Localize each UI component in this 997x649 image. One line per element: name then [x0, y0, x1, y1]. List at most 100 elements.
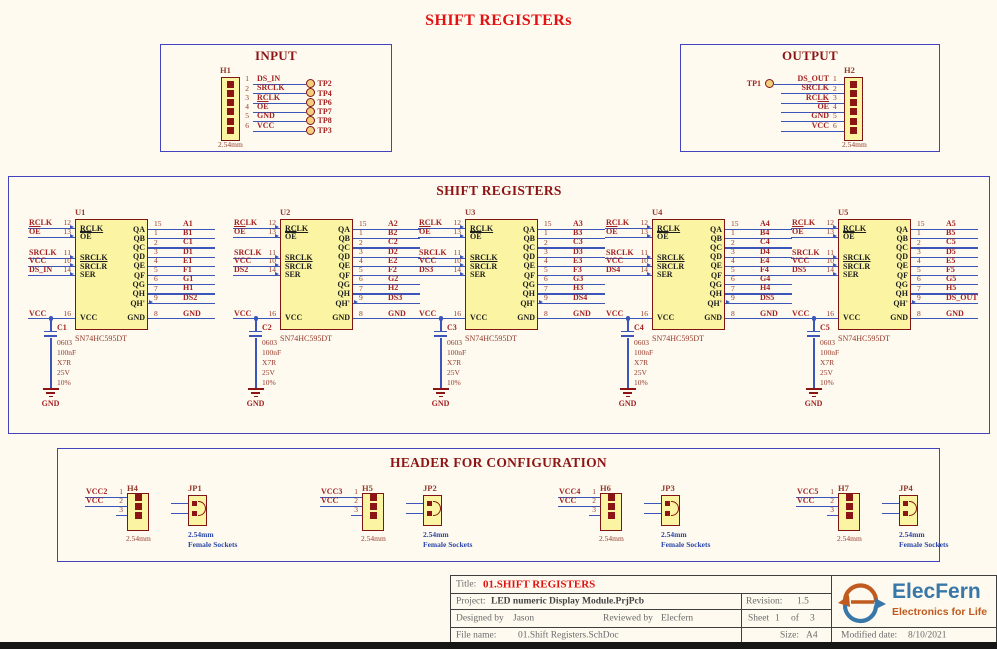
cap-param: 10%	[820, 378, 834, 387]
gnd-symbol-bar	[42, 388, 59, 390]
wire	[28, 266, 75, 268]
ic-body[interactable]	[838, 219, 911, 330]
pin-number: 15	[917, 219, 925, 229]
pin-number: 11	[453, 247, 461, 257]
pin-arrow-icon	[833, 271, 837, 276]
ic-body[interactable]	[652, 219, 725, 330]
pin-name: OE	[657, 232, 669, 241]
wire	[725, 256, 792, 258]
test-point[interactable]	[305, 97, 315, 107]
pin-name: QB	[523, 233, 535, 243]
pin-name: QG	[709, 279, 722, 289]
net-label: VCC	[29, 308, 47, 318]
wire	[911, 284, 978, 286]
pin-name: QC	[133, 242, 145, 252]
pin-name: SRCLK	[80, 253, 108, 262]
wire	[440, 338, 442, 388]
net-label: SRCLK	[29, 247, 57, 257]
pin-number: 9	[917, 293, 921, 303]
ic-body[interactable]	[465, 219, 538, 330]
title-block: Title: 01.SHIFT REGISTERS Project: LED n…	[450, 575, 997, 644]
test-point[interactable]	[764, 79, 774, 88]
pin-name: SRCLR	[285, 261, 313, 271]
pin-number: 13	[268, 226, 277, 236]
pin-name: VCC	[843, 313, 861, 322]
pin-arrow-icon	[460, 254, 464, 259]
net-label: OE	[29, 226, 41, 236]
pin-number: 11	[826, 247, 834, 257]
ic-body[interactable]	[280, 219, 353, 330]
output-section-title: OUTPUT	[782, 48, 838, 63]
connector-ref: H6	[600, 483, 611, 493]
capacitor-body[interactable]	[621, 330, 634, 338]
net-label: SRCLK	[606, 247, 634, 257]
component-ref: C1	[57, 323, 67, 332]
net-label: DS_OUT	[946, 293, 978, 302]
pin-name: OE	[843, 232, 855, 241]
gnd-symbol-bar	[438, 395, 444, 398]
wire	[538, 275, 605, 277]
test-point[interactable]	[305, 116, 315, 126]
wire	[233, 257, 280, 259]
wire	[781, 111, 844, 114]
net-label: VCC	[234, 256, 252, 265]
net-label: F1	[183, 265, 192, 274]
net-label: A1	[183, 219, 193, 228]
pin-name: QF	[338, 270, 350, 280]
test-point[interactable]	[305, 79, 315, 88]
wire	[440, 318, 442, 331]
net-label: DS3	[419, 264, 434, 274]
net-label: SRCLK	[257, 83, 285, 93]
gnd-symbol-bar	[432, 388, 449, 390]
gnd-symbol-bar	[623, 391, 632, 394]
pin-name: QH'	[335, 298, 350, 308]
pin-number: 1	[119, 487, 123, 497]
jumper-pitch-label: 2.54mm	[899, 530, 925, 539]
test-point-label: TP4	[317, 88, 332, 98]
wire	[911, 247, 978, 249]
wire	[50, 338, 52, 388]
ic-body[interactable]	[75, 219, 148, 330]
pin-name: SER	[470, 270, 486, 279]
pin-number: 4	[917, 256, 921, 265]
cap-param: 10%	[634, 378, 648, 387]
pin-name: QH'	[520, 298, 535, 308]
wire	[253, 102, 306, 104]
pin-number: 4	[154, 256, 158, 265]
designed-by-label: Designed by	[456, 613, 504, 624]
wire	[791, 274, 838, 276]
pin-arrow-icon	[275, 233, 279, 238]
jumper-link-arc	[198, 500, 206, 516]
pin-number: 2	[154, 237, 158, 247]
capacitor-body[interactable]	[249, 330, 262, 338]
net-label: D5	[946, 246, 956, 256]
pin-number: 3	[833, 92, 837, 102]
net-label: VCC	[29, 256, 47, 265]
pin-number: 10	[268, 256, 277, 266]
test-point[interactable]	[305, 125, 315, 135]
pin-number: 4	[359, 256, 363, 265]
capacitor-body[interactable]	[44, 330, 57, 338]
pin-number: 2	[917, 237, 921, 247]
pin-number: 7	[917, 283, 921, 293]
wire	[353, 293, 420, 295]
cap-param: 0603	[57, 338, 72, 347]
jumper-pin-square	[664, 510, 670, 516]
pin-number: 14	[826, 264, 835, 274]
project-cell: Project: LED numeric Display Module.PrjP…	[451, 594, 742, 610]
net-label: E5	[946, 255, 956, 265]
designed-cell: Designed by Jason Reviewed by Elecfern	[451, 610, 742, 628]
pin-number: 1	[354, 487, 358, 497]
net-label: OE	[606, 226, 618, 236]
wire	[791, 236, 838, 238]
pin-name: SER	[285, 270, 301, 279]
net-label: E4	[760, 255, 770, 265]
capacitor-body[interactable]	[434, 330, 447, 338]
test-point[interactable]	[305, 88, 315, 98]
test-point[interactable]	[305, 106, 315, 116]
capacitor-body[interactable]	[807, 330, 820, 338]
connector-pin-square	[850, 117, 857, 125]
